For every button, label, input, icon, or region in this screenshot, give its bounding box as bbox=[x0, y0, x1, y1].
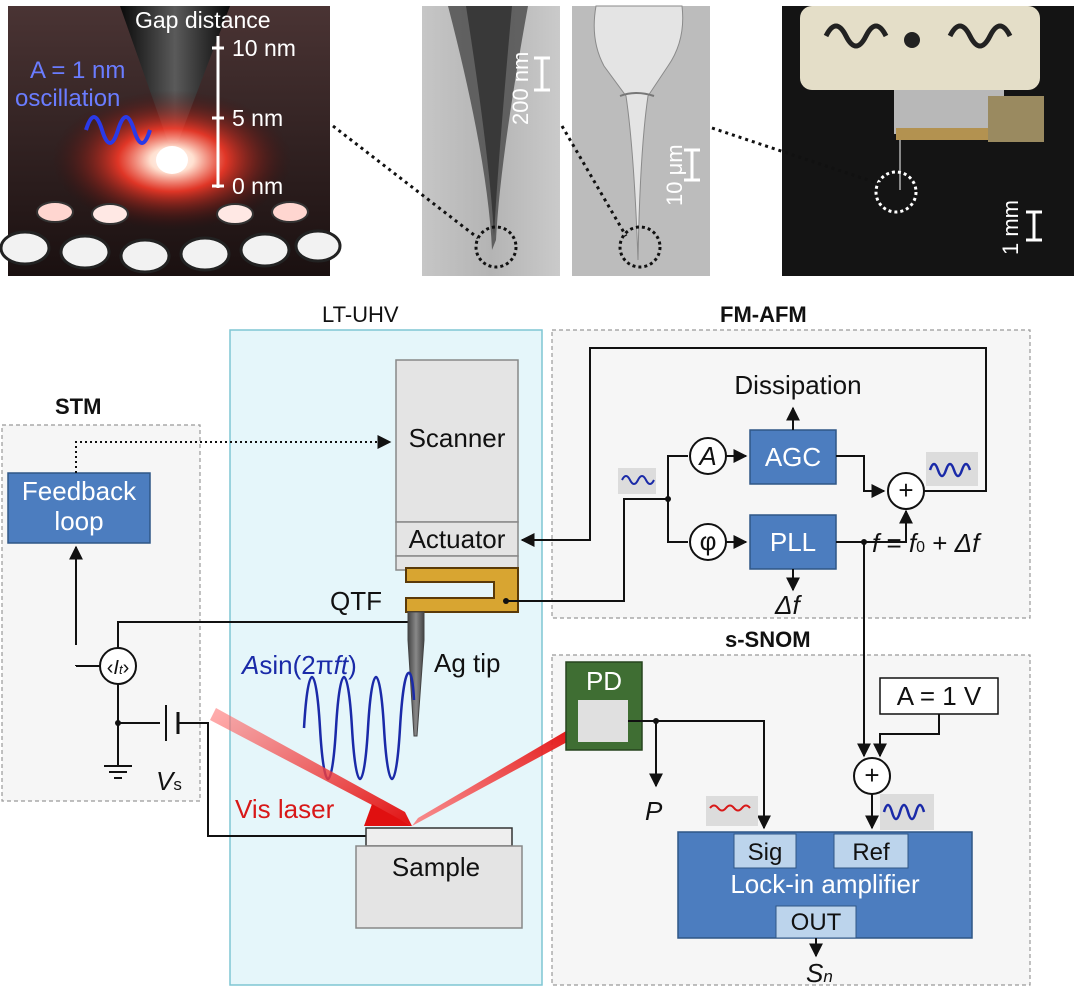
current-meter-label: ‹It› bbox=[107, 657, 130, 679]
zoom-connector-2 bbox=[560, 125, 628, 237]
frequency-equation: f = f0 + Δf bbox=[872, 528, 982, 558]
phase-detector-label: φ bbox=[700, 526, 717, 556]
lt-uhv-label: LT-UHV bbox=[322, 302, 399, 327]
photo-scale-1mm: 1 mm bbox=[998, 200, 1023, 255]
scattered-laser-beam bbox=[412, 724, 582, 826]
ground-icon bbox=[104, 765, 132, 779]
feedback-to-scanner-wire bbox=[75, 435, 392, 473]
lockin-out-label: OUT bbox=[791, 909, 842, 936]
drive-to-actuator-wire bbox=[520, 347, 987, 547]
fm-afm-section-label: FM-AFM bbox=[720, 302, 807, 327]
reference-amplitude-box bbox=[879, 677, 999, 715]
gap-distance-title: Gap distance bbox=[135, 7, 271, 33]
afm-summing-label: + bbox=[898, 475, 913, 505]
qtf-label: QTF bbox=[330, 586, 382, 616]
stm-section-label: STM bbox=[55, 394, 101, 419]
scanner-label: Scanner bbox=[409, 423, 506, 453]
dissipation-label: Dissipation bbox=[734, 370, 861, 400]
lockin-ref-port bbox=[833, 833, 909, 869]
feedback-loop-label-1: Feedback bbox=[22, 476, 137, 506]
feedback-loop-label-2: loop bbox=[54, 506, 103, 536]
sample-surface bbox=[365, 827, 513, 847]
s-snom-section-label: s-SNOM bbox=[725, 627, 811, 652]
gap-tick-10nm: 10 nm bbox=[232, 35, 296, 61]
qtf-block bbox=[405, 567, 519, 613]
feedback-loop-block bbox=[7, 472, 151, 544]
lockin-ref-label: Ref bbox=[852, 839, 890, 866]
detector-signal-thumb bbox=[706, 796, 758, 826]
photodetector-label: PD bbox=[586, 666, 622, 696]
delta-f-label: Δf bbox=[774, 590, 802, 620]
sample-block bbox=[355, 845, 523, 929]
incident-laser-beam bbox=[210, 708, 412, 826]
tip-oscillation-wave-icon bbox=[302, 671, 416, 780]
sem-scale-10um: 10 μm bbox=[662, 144, 687, 206]
gap-glow bbox=[156, 146, 188, 174]
sem-tip-photo: 200 nm bbox=[422, 6, 560, 276]
bias-voltage-label: Vs bbox=[156, 766, 182, 796]
output-signal-label: Sn bbox=[806, 958, 833, 988]
agc-block bbox=[749, 429, 837, 485]
vis-laser-label: Vis laser bbox=[235, 794, 335, 824]
gap-tick-5nm: 5 nm bbox=[232, 105, 283, 131]
lockin-amplifier-label: Lock-in amplifier bbox=[730, 869, 920, 899]
tip-render-photo: Gap distance 10 nm 5 nm 0 nm A = 1 nm os… bbox=[0, 6, 342, 276]
sem-full-tip-photo: 10 μm bbox=[572, 5, 710, 276]
incident-laser-head bbox=[364, 804, 412, 826]
power-label: P bbox=[645, 796, 663, 826]
actuator-label: Actuator bbox=[409, 524, 506, 554]
reference-amplitude-label: A = 1 V bbox=[897, 681, 982, 711]
zoom-connector-3 bbox=[711, 126, 881, 186]
photodetector-window bbox=[578, 700, 628, 742]
snom-summing-label: + bbox=[864, 760, 879, 790]
zoom-connector-1 bbox=[332, 124, 479, 240]
ag-tip bbox=[407, 611, 425, 737]
actuator-block bbox=[395, 521, 519, 557]
oscillation-label: oscillation bbox=[15, 85, 120, 112]
ag-tip-label: Ag tip bbox=[434, 648, 501, 678]
amplitude-detector-label: A bbox=[697, 441, 716, 471]
sem-scale-200nm: 200 nm bbox=[508, 52, 533, 125]
lockin-sig-label: Sig bbox=[748, 839, 783, 866]
qtf-photo: 1 mm bbox=[782, 6, 1074, 276]
gap-tick-0nm: 0 nm bbox=[232, 173, 283, 199]
lattice-atoms bbox=[0, 201, 342, 274]
pll-label: PLL bbox=[770, 527, 816, 557]
agc-label: AGC bbox=[765, 442, 821, 472]
bias-to-sample-wire bbox=[178, 722, 372, 837]
sample-label: Sample bbox=[392, 852, 480, 882]
oscillation-amp-label: A = 1 nm bbox=[30, 57, 125, 84]
lockin-sig-port bbox=[733, 833, 797, 869]
oscillation-wave-icon bbox=[84, 115, 152, 145]
qtf-signal-wire bbox=[506, 498, 668, 602]
oscillation-formula: Asin(2πft) bbox=[240, 650, 357, 680]
lockin-out-port bbox=[775, 905, 857, 939]
